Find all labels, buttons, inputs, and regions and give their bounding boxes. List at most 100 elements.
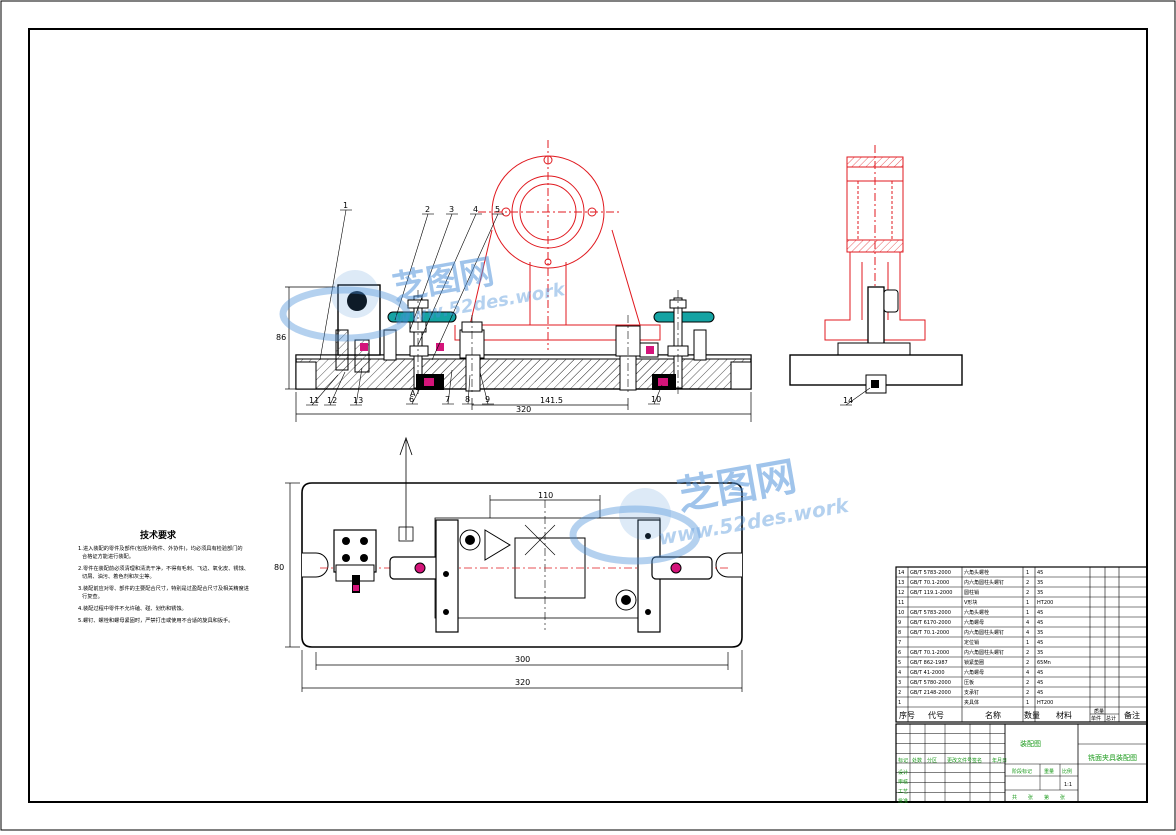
bom-code: GB/T 119.1-2000: [910, 590, 952, 596]
bom-name: 内六角圆柱头螺钉: [964, 579, 1004, 586]
bom-header: 代号: [928, 710, 944, 720]
bom-header: 材料: [1056, 710, 1072, 720]
watermark-logo-top: [279, 270, 411, 342]
callout-label: 11: [309, 396, 319, 405]
bom-mat: 45: [1037, 610, 1043, 616]
bom-no: 10: [898, 610, 904, 616]
bom-code: GB/T 70.1-2000: [910, 650, 949, 656]
bom-code: GB/T 70.1-2000: [910, 580, 949, 586]
bom-qty: 1: [1026, 600, 1029, 606]
dim-plan-width: 80: [274, 563, 284, 572]
notes-list: 1.进入装配的零件及部件(包括外购件、外协件)，均必须具有检验部门的合格证方能进…: [78, 544, 249, 624]
bom-mat: 35: [1037, 630, 1043, 636]
callout-label: 14: [843, 396, 853, 405]
bom-mat: 45: [1037, 670, 1043, 676]
tb-row-label: 标记: [898, 757, 908, 764]
bom-mat: 35: [1037, 580, 1043, 586]
bom-mat: 35: [1037, 590, 1043, 596]
note-item: 2.零件在装配前必须清理和清洗干净，不得有毛刺、飞边、氧化皮、锈蚀、切屑、油污、…: [78, 564, 249, 580]
notes-title: 技术要求: [140, 529, 177, 541]
bom-no: 4: [898, 670, 901, 676]
callout-leader: [653, 384, 663, 405]
dim-top-length: 320: [516, 405, 531, 414]
bom-code: GB/T 5783-2000: [910, 610, 951, 616]
tb-sheet-label: 第: [1044, 794, 1049, 801]
callout-label: 6: [409, 395, 414, 404]
callout-label: 9: [485, 395, 490, 404]
dim-plan-outer: 320: [515, 678, 530, 687]
callout-label: 5: [495, 205, 500, 214]
bom-no: 14: [898, 570, 904, 576]
front-view: 320 141.5 86: [276, 140, 752, 422]
tb-assembly: 装配图: [1020, 739, 1041, 748]
bom-name: 六角头螺栓: [964, 609, 989, 616]
bom-code: GB/T 862-1987: [910, 660, 948, 666]
side-view: [789, 145, 963, 394]
bom-name: 六角螺母: [964, 669, 984, 676]
bom-no: 6: [898, 650, 901, 656]
callout-label: 2: [425, 205, 430, 214]
dim-slot: 110: [538, 491, 553, 500]
section-label: A: [410, 389, 416, 398]
bom-qty: 4: [1026, 630, 1029, 636]
bom-name: 锁紧垫圈: [964, 659, 984, 666]
technical-notes: 技术要求 1.进入装配的零件及部件(包括外购件、外协件)，均必须具有检验部门的合…: [78, 529, 249, 624]
bom-mat: 45: [1037, 620, 1043, 626]
bom-qty: 1: [1026, 610, 1029, 616]
bom-weight-header: 质量: [1094, 708, 1104, 715]
bom-name: 六角螺母: [964, 619, 984, 626]
tb-role: 审核: [898, 779, 908, 786]
bom-mat: 45: [1037, 680, 1043, 686]
bom-no: 12: [898, 590, 904, 596]
bom-header: 数量: [1024, 710, 1040, 720]
bom-name: 压板: [964, 679, 974, 686]
tb-stage-label: 阶段标记: [1012, 768, 1032, 775]
callout-leader: [394, 213, 429, 321]
tb-drawing-name: 铣面夹具装配图: [1088, 753, 1137, 762]
watermark-logo-bottom: [569, 488, 701, 565]
bom-code: GB/T 6170-2000: [910, 620, 951, 626]
bom-no: 7: [898, 640, 901, 646]
tb-row-label: 更改文件号: [947, 757, 972, 764]
plan-view: 300 320 80 110: [274, 436, 743, 692]
tb-sheet-label: 张: [1060, 794, 1065, 801]
bom-name: 六角头螺栓: [964, 569, 989, 576]
dim-plan-inner: 300: [515, 655, 530, 664]
bom-qty: 1: [1026, 570, 1029, 576]
callout-label: 13: [353, 396, 363, 405]
bom-header: 名称: [985, 710, 1001, 720]
title-block: 标记处数分区更改文件号签名年月日设计审核工艺批准装配图铣面夹具装配图阶段标记重量…: [895, 723, 1148, 805]
tb-row-label: 分区: [927, 757, 937, 764]
callout-label: 7: [445, 395, 450, 404]
dim-top-center: 141.5: [540, 396, 563, 405]
bom-name: 夹具体: [964, 699, 979, 706]
callout-label: 8: [465, 395, 470, 404]
callout-leader: [329, 371, 346, 406]
tb-row-label: 处数: [912, 757, 922, 764]
dim-height: 86: [276, 333, 286, 342]
bom-code: GB/T 2148-2000: [910, 690, 951, 696]
bom-no: 9: [898, 620, 901, 626]
callout-leader: [447, 369, 453, 405]
callout-leader: [467, 374, 471, 405]
callout-label: 1: [343, 201, 348, 210]
bom-header: 总计: [1106, 715, 1116, 722]
tb-sheet-label: 共: [1012, 794, 1017, 801]
bom-qty: 2: [1026, 680, 1029, 686]
tb-sheet-label: 张: [1028, 794, 1033, 801]
bom-name: 定位销: [964, 639, 979, 646]
bom-mat: HT200: [1037, 700, 1053, 706]
bom-name: 支承钉: [964, 689, 979, 696]
bom-mat: 45: [1037, 690, 1043, 696]
bom-name: V形块: [964, 599, 977, 606]
bom-code: GB/T 70.1-2000: [910, 630, 949, 636]
bom-code: GB/T 5780-2000: [910, 680, 951, 686]
callout-leader: [479, 371, 489, 405]
bom-mat: 65Mn: [1037, 660, 1051, 666]
tb-scale: 1:1: [1064, 782, 1072, 788]
